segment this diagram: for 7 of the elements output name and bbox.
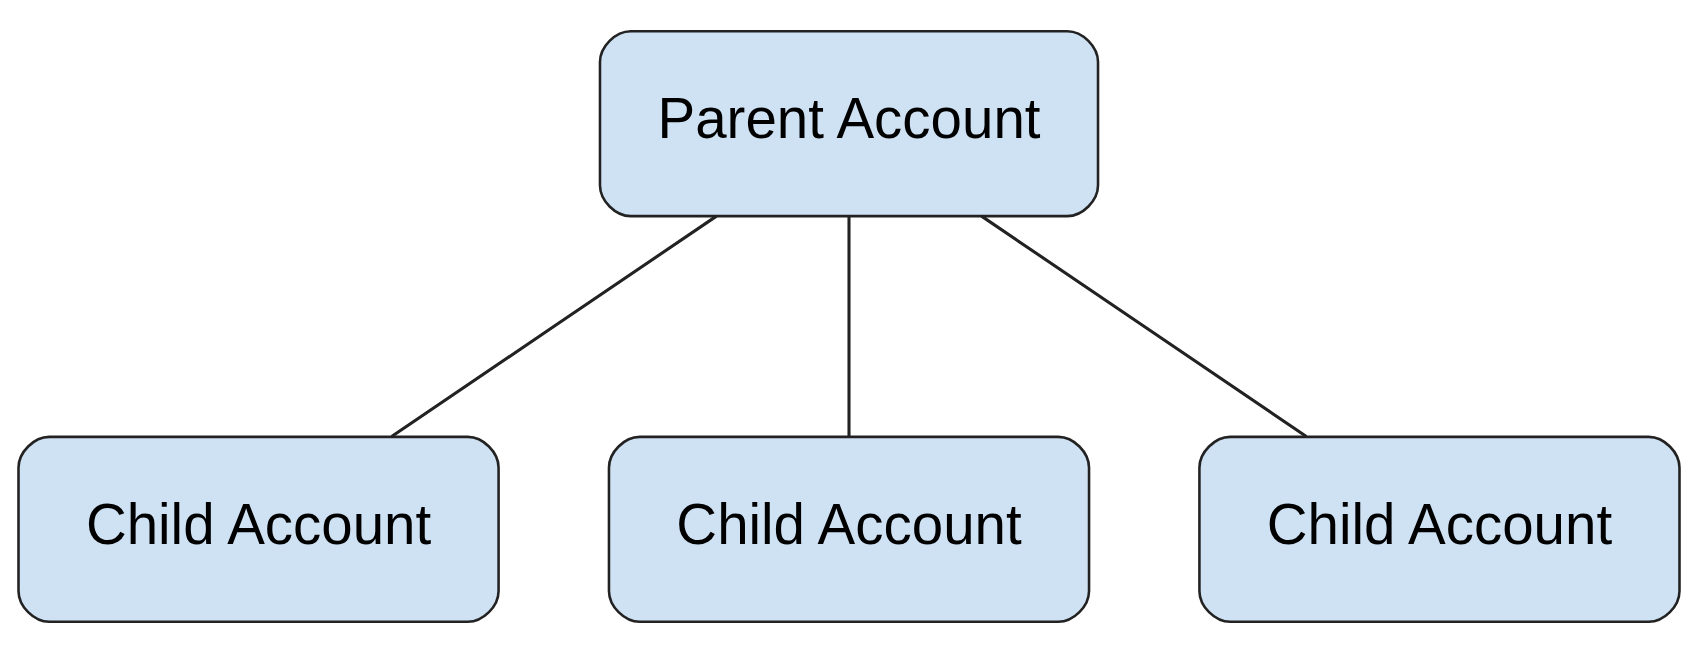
node-box: Child Account: [607, 435, 1091, 623]
connector: [390, 214, 718, 438]
connector: [847, 215, 851, 436]
node-box: Child Account: [17, 435, 500, 623]
node-box: Child Account: [1198, 435, 1681, 623]
connector: [980, 214, 1308, 438]
node-box: Parent Account: [598, 29, 1100, 217]
